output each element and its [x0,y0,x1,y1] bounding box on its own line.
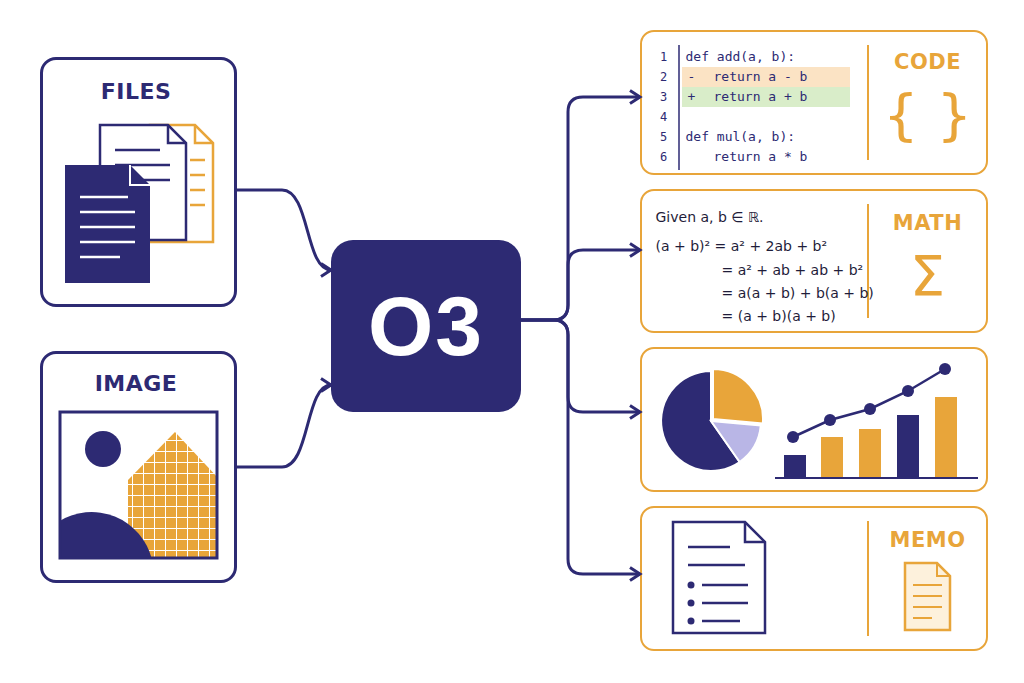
code-line: def add(a, b): [686,47,856,67]
math-line: Given a, b ∈ ℝ. [656,206,856,228]
box-heading: IMAGE [41,370,232,398]
flow-arrow [521,97,640,320]
line-number: 5 [654,127,674,147]
output-panel: 1 def add(a, b): 2-return a - b 3 + return a … [640,30,988,175]
flow-arrow [237,385,331,467]
diff-sign: - [688,67,704,87]
panel-heading: MATH [868,209,988,237]
output-panel: MEMO [640,506,988,651]
files-icon [65,125,213,283]
line-number: 4 [654,107,674,127]
math-line: = a(a + b) + b(a + b) [722,282,902,304]
code-line: return a * b [714,147,844,167]
code-line: def mul(a, b): [686,127,856,147]
panel-symbol: { } [868,80,988,150]
line-number: 2 [654,67,674,87]
math-line: = a² + ab + ab + b² [722,259,902,281]
flow-arrow [237,190,331,270]
flow-arrow [521,320,640,412]
panel-divider [867,204,869,318]
panel-heading: MEMO [868,526,988,554]
output-panel: Given a, b ∈ ℝ.(a + b)² = a² + 2ab + b²=… [640,189,988,333]
flow-arrow [521,320,640,574]
line-number: 1 [654,47,674,67]
line-number: 3 [654,87,674,107]
math-line: (a + b)² = a² + 2ab + b² [656,235,866,257]
flow-arrow [521,250,640,320]
panel-divider [867,521,869,636]
panel-symbol: Σ [868,241,988,311]
code-decoration [679,45,868,170]
chart-illustration [661,363,978,478]
model-box: O3 [331,240,521,412]
line-number: 6 [654,147,674,167]
box-heading: FILES [41,78,232,106]
code-line: return a - b [714,67,844,87]
math-line: = (a + b)(a + b) [722,305,902,327]
image-icon [58,412,218,560]
model-name: O3 [331,240,521,412]
panel-heading: CODE [868,48,988,76]
code-line: return a + b [714,87,844,107]
input-box: FILES [40,57,237,307]
input-box: IMAGE [40,351,237,583]
diff-sign: + [688,87,704,107]
output-panel [640,347,988,492]
